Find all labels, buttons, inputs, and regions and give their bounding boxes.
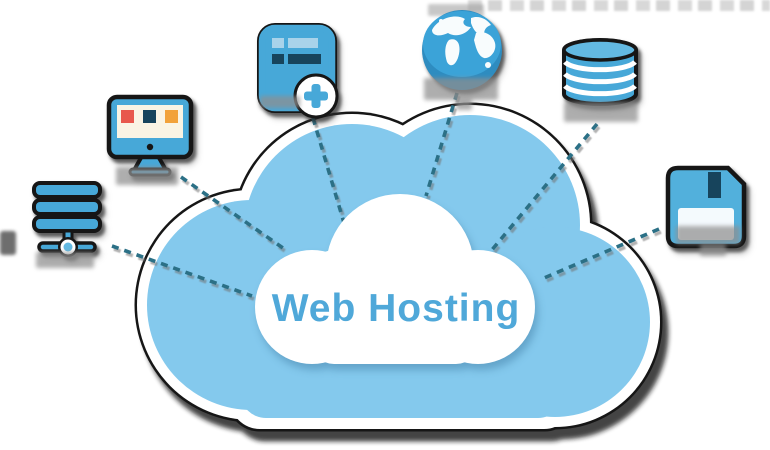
server-icon <box>32 181 102 257</box>
monitor-button <box>146 143 154 151</box>
screen-tiles <box>121 110 178 123</box>
blurred-label-floppy <box>700 244 726 256</box>
connector-floppy <box>543 227 660 280</box>
blurred-label-globe <box>424 78 498 100</box>
server-racks <box>32 181 102 233</box>
blurred-watermark-row <box>468 0 770 11</box>
connector-globe <box>424 92 459 197</box>
database-top <box>562 38 638 62</box>
connector-document <box>311 117 349 234</box>
globe-continents <box>432 16 496 68</box>
globe-icon <box>422 10 502 90</box>
database-bands <box>563 60 637 97</box>
add-badge <box>293 73 339 119</box>
connector-database <box>489 122 599 253</box>
blurred-label-server <box>36 252 94 268</box>
blurred-label-floppy <box>676 226 740 244</box>
web-hosting-label: Web Hosting <box>272 287 521 330</box>
floppy-shutter <box>708 172 721 198</box>
blurred-label-monitor <box>116 167 178 185</box>
document-add-icon <box>257 23 339 119</box>
blur-artifact <box>0 231 16 255</box>
connector-server <box>111 244 253 298</box>
inner-cloud <box>255 194 535 364</box>
database-icon <box>562 38 638 106</box>
blurred-label-document <box>260 96 300 108</box>
connectors <box>111 92 660 298</box>
document-rows <box>272 38 321 80</box>
blurred-label-database <box>564 102 638 122</box>
blurred-label-globe <box>456 98 472 110</box>
